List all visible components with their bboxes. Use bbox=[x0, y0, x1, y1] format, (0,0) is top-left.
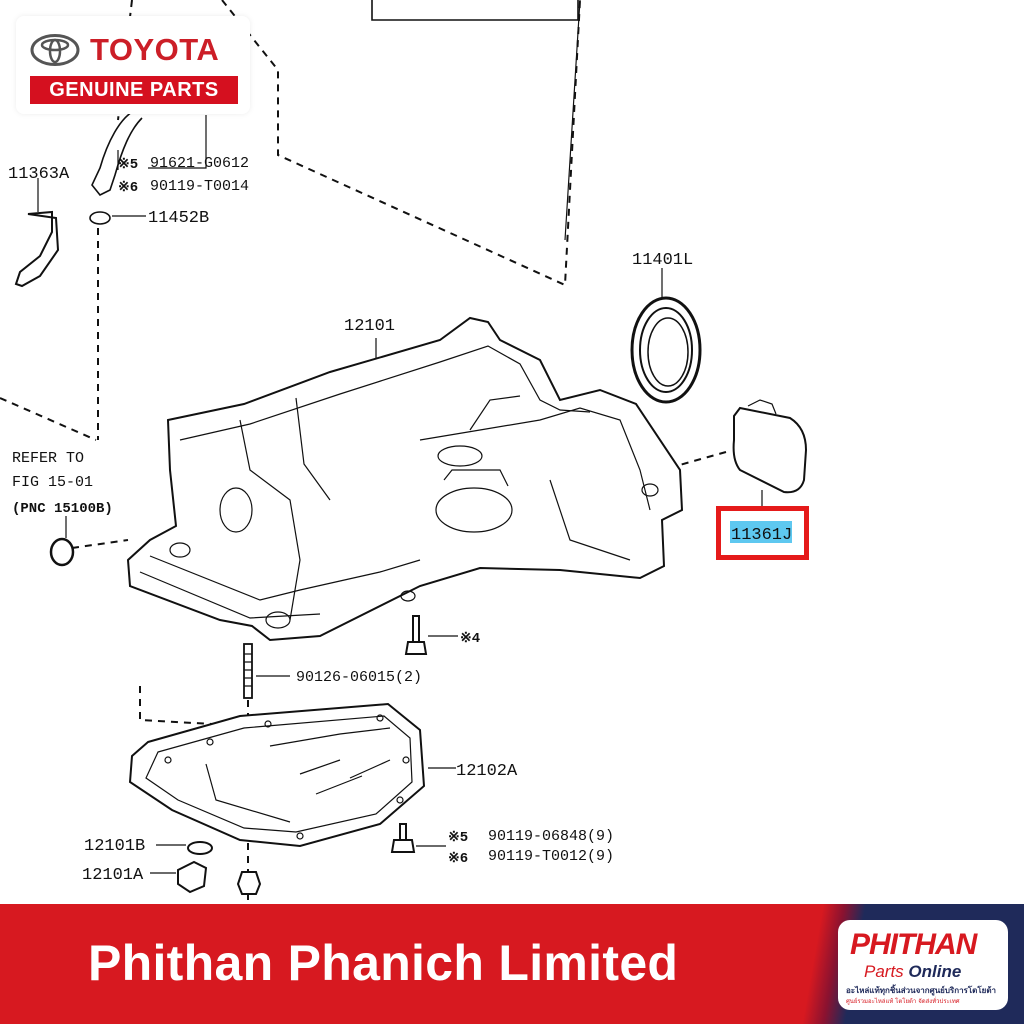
bolt-mark4 bbox=[404, 615, 458, 655]
gasket-ring bbox=[49, 516, 75, 567]
logo-wordmark: TOYOTA bbox=[90, 32, 220, 67]
bolt-mark5-6 bbox=[390, 823, 446, 853]
label-mark5-bottom: ※5 bbox=[448, 830, 468, 846]
label-mark6-bottom: ※6 bbox=[448, 851, 468, 867]
company-name: Phithan Phanich Limited bbox=[88, 935, 679, 991]
part-highlight-frame bbox=[716, 506, 809, 560]
label-12101b: 12101B bbox=[84, 837, 145, 856]
badge-subtitle: Parts Online bbox=[864, 962, 961, 982]
badge-tagline-1: อะไหล่แท้ทุกชิ้นส่วนจากศูนย์บริการโตโยต้… bbox=[846, 986, 997, 995]
badge-online: Online bbox=[908, 962, 962, 981]
badge-brand: PHITHAN bbox=[850, 928, 977, 961]
label-11401l: 11401L bbox=[632, 251, 693, 270]
label-mark6-top: ※6 bbox=[118, 180, 138, 196]
label-12101: 12101 bbox=[344, 317, 395, 336]
label-mark5-top: ※5 bbox=[118, 157, 138, 173]
footer-banner: Phithan Phanich Limited PHITHAN Parts On… bbox=[0, 904, 1024, 1024]
o-ring-11452b bbox=[89, 211, 146, 440]
label-90119-t0014: 90119-T0014 bbox=[150, 178, 249, 195]
lower-oil-pan-12102a bbox=[128, 686, 456, 848]
dipstick-tube bbox=[91, 111, 207, 197]
bracket-11363a bbox=[14, 178, 60, 288]
phithan-parts-online-badge[interactable]: PHITHAN Parts Online อะไหล่แท้ทุกชิ้นส่ว… bbox=[838, 920, 1008, 1010]
label-90126: 90126-06015(2) bbox=[296, 669, 422, 686]
oil-pan-body-12101 bbox=[71, 316, 684, 642]
label-11361j[interactable]: 11361J bbox=[731, 526, 792, 545]
badge-tagline-2: ศูนย์รวมอะไหล่แท้ โตโยต้า จัดส่งทั่วประเ… bbox=[846, 998, 960, 1005]
toyota-genuine-parts-logo: TOYOTA GENUINE PARTS bbox=[16, 16, 250, 114]
label-12102a: 12102A bbox=[456, 762, 518, 781]
logo-tagline: GENUINE PARTS bbox=[30, 76, 238, 104]
label-90119-t0012: 90119-T0012(9) bbox=[488, 848, 614, 865]
label-mark4: ※4 bbox=[460, 631, 480, 647]
badge-parts: Parts bbox=[864, 962, 904, 981]
part-number-highlight-bg bbox=[730, 521, 792, 543]
label-11363a: 11363A bbox=[8, 165, 70, 184]
label-fig-15-01: FIG 15-01 bbox=[12, 474, 93, 491]
label-91621: 91621-G0612 bbox=[150, 155, 249, 172]
cover-plate-11361j bbox=[675, 399, 808, 510]
engine-block-outline bbox=[0, 0, 581, 441]
stud-90126 bbox=[243, 643, 290, 900]
label-12101a: 12101A bbox=[82, 866, 144, 885]
label-refer-to: REFER TO bbox=[12, 450, 84, 467]
label-11452b: 11452B bbox=[148, 209, 209, 228]
label-pnc-15100b: (PNC 15100B) bbox=[12, 501, 113, 517]
oil-seal-11401l bbox=[630, 268, 702, 404]
label-90119-06848: 90119-06848(9) bbox=[488, 828, 614, 845]
drain-plug-parts bbox=[150, 841, 262, 895]
toyota-emblem-icon bbox=[30, 34, 80, 66]
